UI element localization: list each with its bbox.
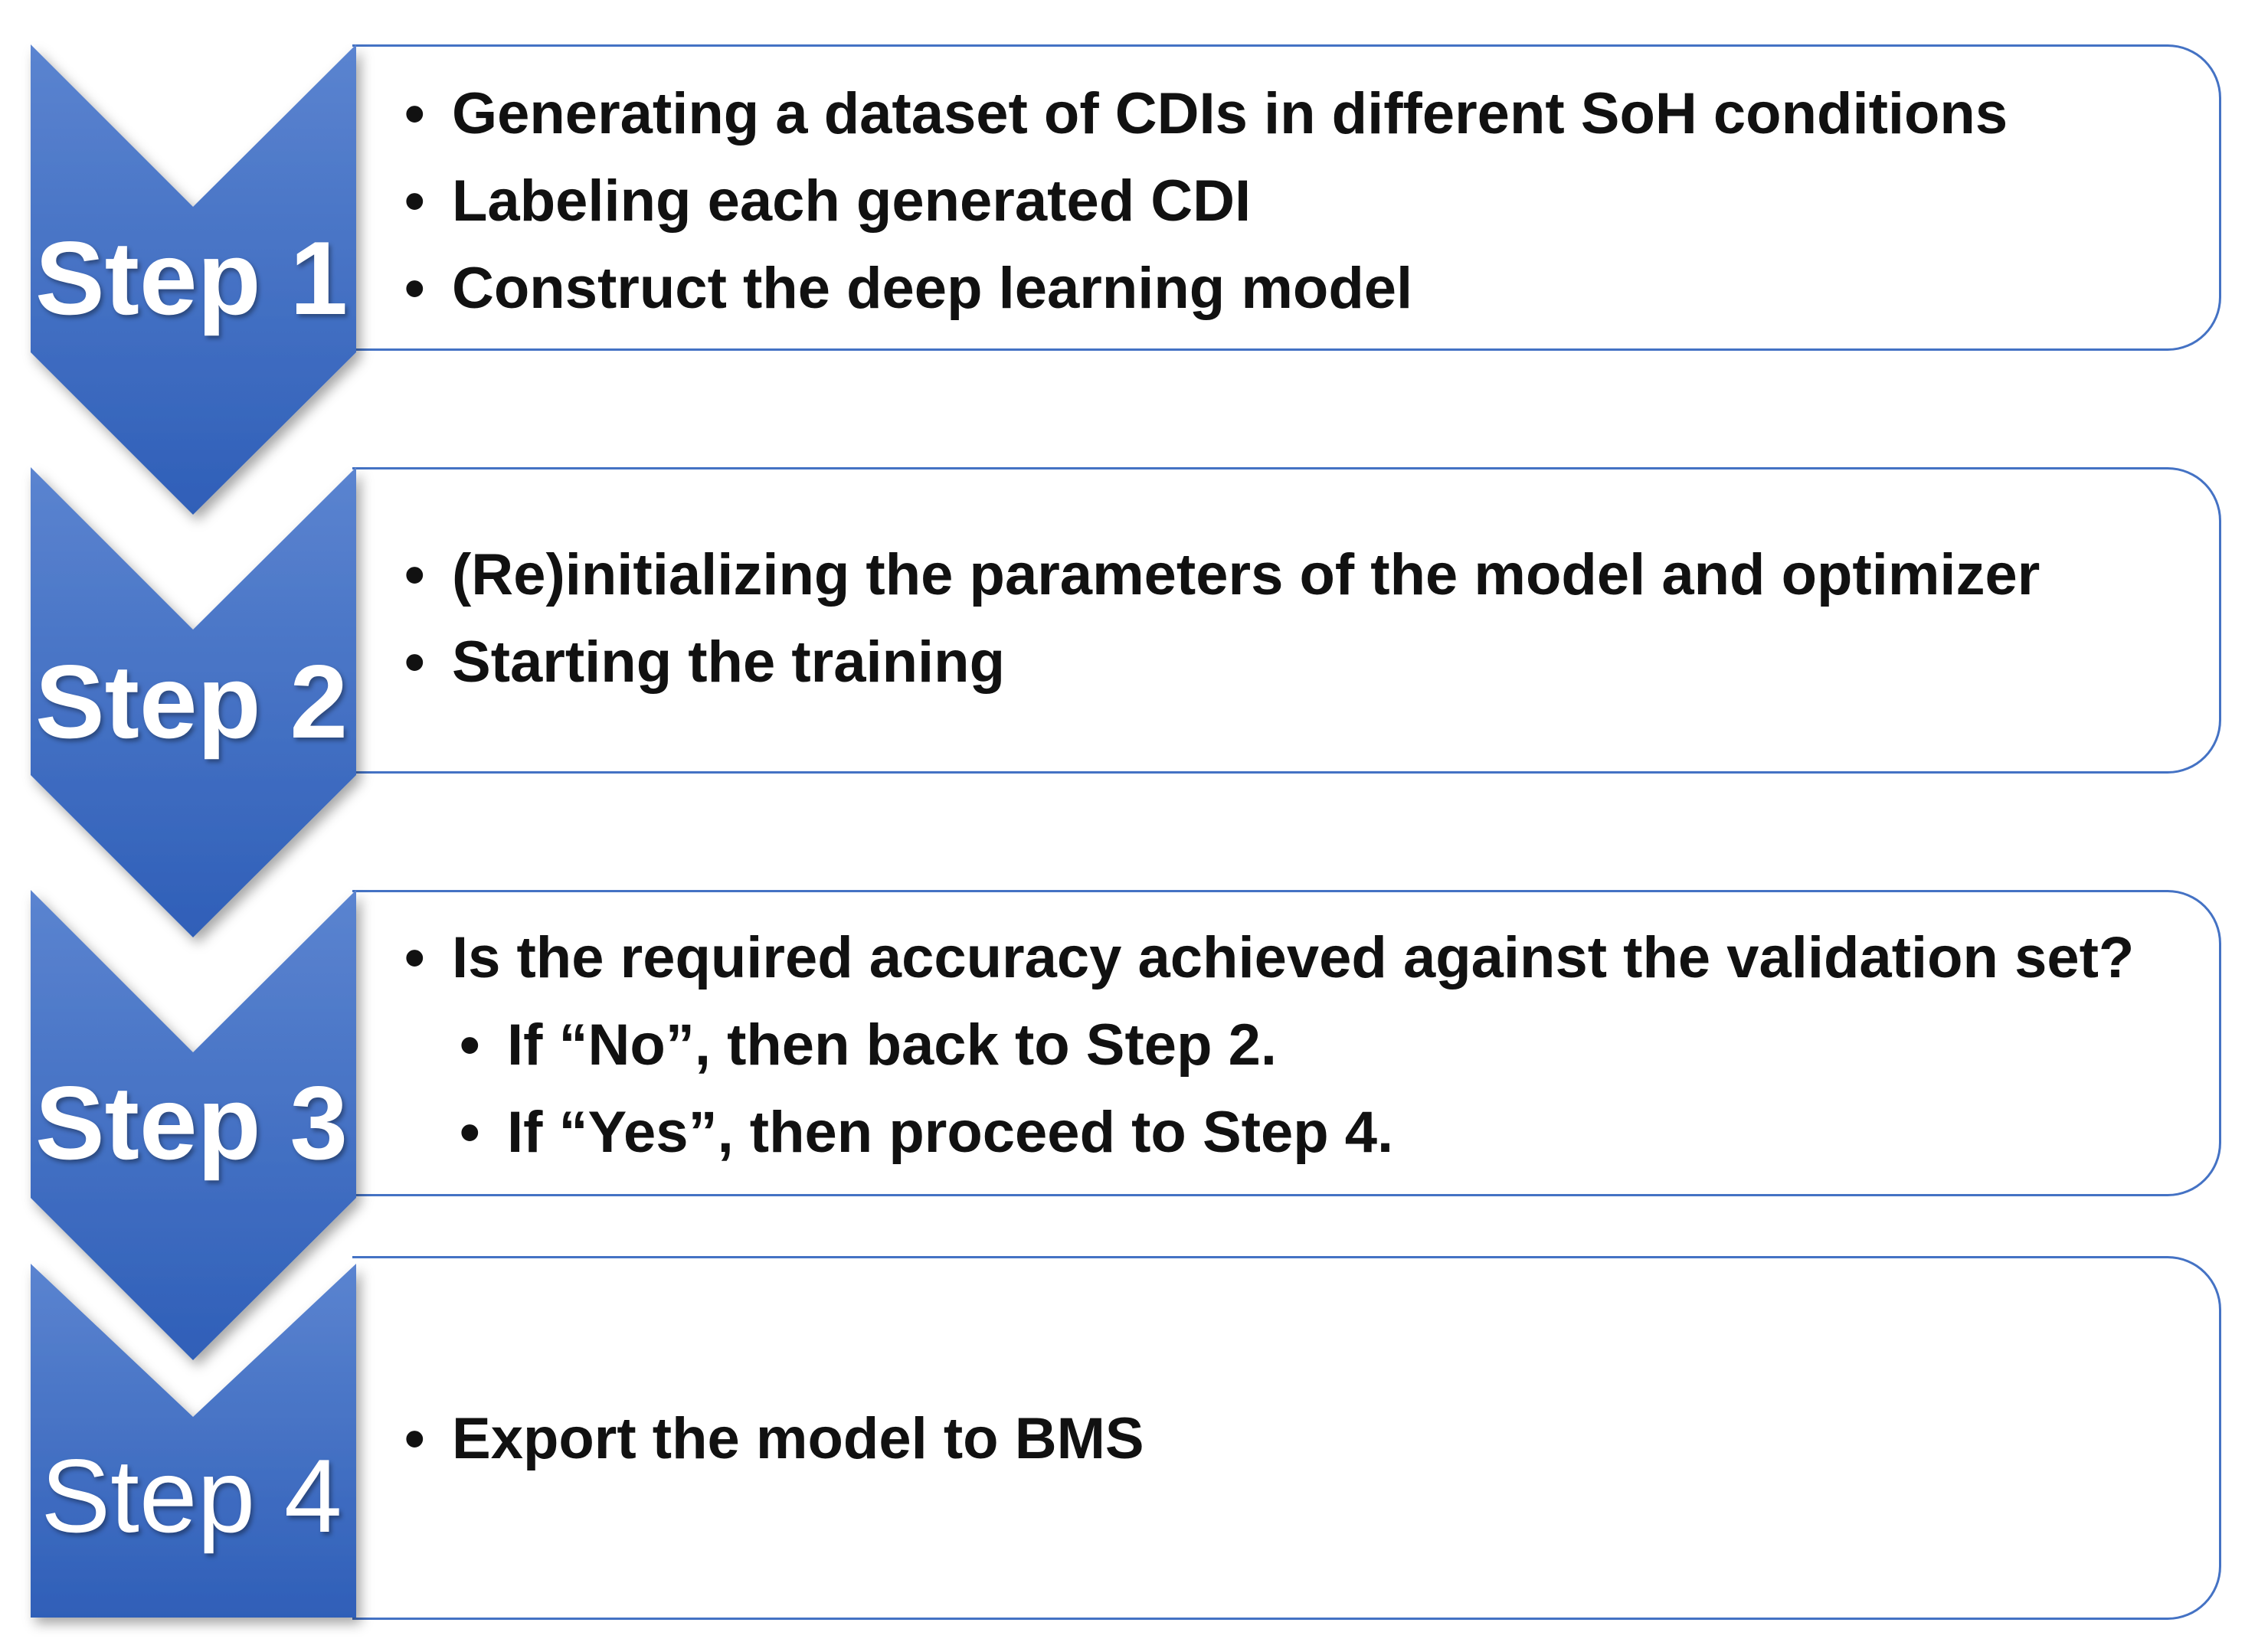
- step-3-subitem-2: If “Yes”, then proceed to Step 4.: [460, 1104, 1393, 1163]
- step-1-item-2: Labeling each generated CDI: [404, 172, 1251, 231]
- step-1-label: Step 1: [34, 220, 349, 336]
- step-1-item-3: Construct the deep learning model: [404, 260, 1412, 319]
- step-2-item-2: Starting the training: [404, 633, 1005, 692]
- step-4-item-1: Export the model to BMS: [404, 1410, 1144, 1469]
- step-3-item-1: Is the required accuracy achieved agains…: [404, 929, 2134, 988]
- step-1-panel: Generating a dataset of CDIs in differen…: [352, 44, 2221, 351]
- step-4-panel: Export the model to BMS: [352, 1256, 2221, 1620]
- step-3-label: Step 3: [34, 1065, 349, 1181]
- step-2-item-1: (Re)initializing the parameters of the m…: [404, 546, 2040, 605]
- step-4-label: Step 4: [41, 1438, 342, 1554]
- step-3-subitem-1: If “No”, then back to Step 2.: [460, 1016, 1277, 1075]
- step-1-item-1: Generating a dataset of CDIs in differen…: [404, 85, 2008, 144]
- step-2-panel: (Re)initializing the parameters of the m…: [352, 467, 2221, 774]
- step-2-label: Step 2: [34, 643, 349, 760]
- step-3-panel: Is the required accuracy achieved agains…: [352, 890, 2221, 1196]
